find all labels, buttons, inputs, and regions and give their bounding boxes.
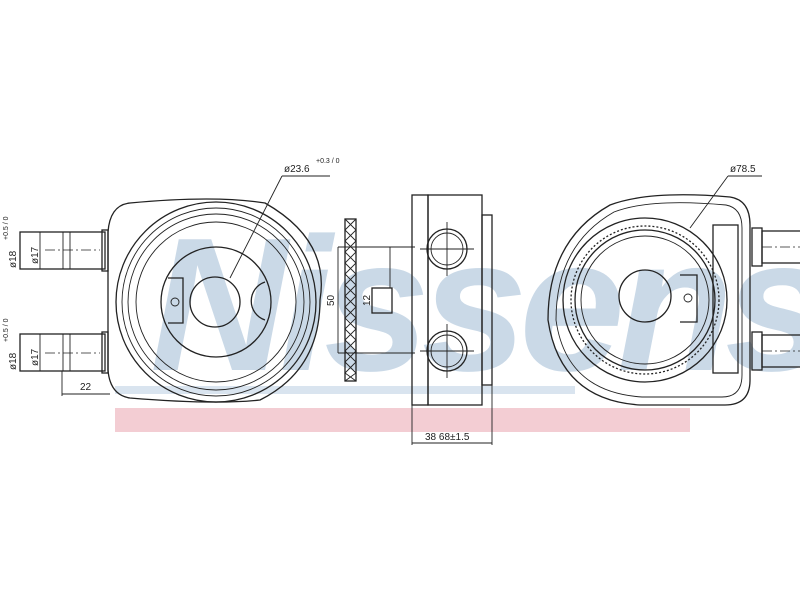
dim-center-hole: ø23.6 [284, 164, 310, 175]
dim-pipe-outer-bottom: ø18 [8, 352, 19, 370]
gasket-section [337, 218, 415, 382]
dim-center-hole-tol: +0.3 / 0 [316, 158, 340, 165]
dim-gasket-height: 50 [326, 294, 337, 306]
pipe-bottom [19, 331, 109, 374]
dim-pipe-length: 22 [80, 382, 92, 393]
pipe-top [19, 229, 109, 272]
dim-pipe-tol-bottom: +0.5 / 0 [3, 318, 10, 342]
back-pipe-top [751, 227, 800, 267]
dim-pipe-inner-top: ø17 [30, 246, 41, 264]
dim-slot-height: 12 [362, 294, 373, 306]
watermark-underline [115, 386, 575, 394]
dim-pipe-inner-bottom: ø17 [30, 348, 41, 366]
dim-seal-diameter: ø78.5 [730, 164, 756, 175]
watermark-logo: Nissens [150, 199, 800, 411]
front-view [19, 175, 330, 403]
back-pipe-bottom [751, 331, 800, 371]
watermark-band [115, 408, 690, 432]
dim-pipe-tol-top: +0.5 / 0 [3, 216, 10, 240]
dim-thickness: 38 68±1.5 [425, 432, 470, 443]
back-view [547, 175, 800, 406]
side-view [411, 194, 493, 445]
dim-pipe-outer-top: ø18 [8, 250, 19, 268]
